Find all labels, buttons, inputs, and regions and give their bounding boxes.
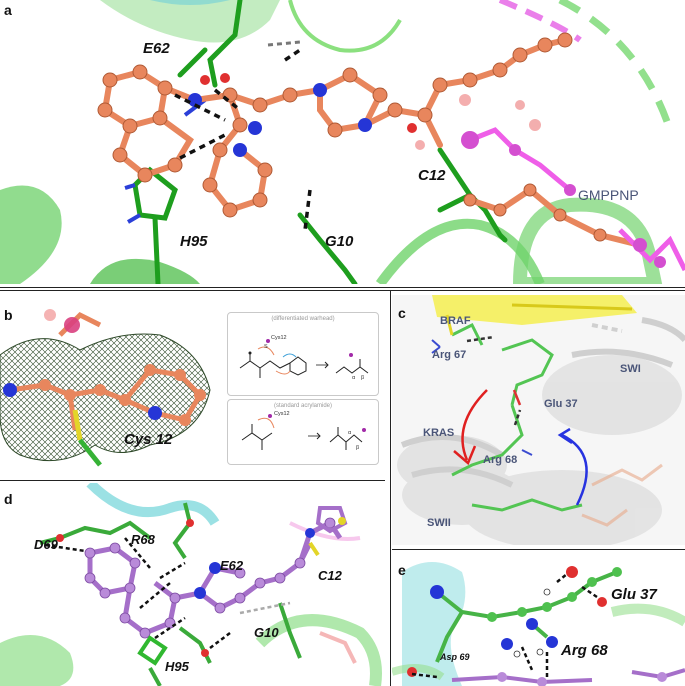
panel-e-label: e	[398, 562, 406, 578]
scheme-top-beta: β	[361, 375, 365, 381]
panel-c-structure	[392, 295, 685, 545]
scheme-card-differentiated-warhead: (differentiated warhead) Cys12 S α β	[227, 312, 379, 396]
label-swii: SWII	[427, 517, 451, 529]
residue-label-h95: H95	[165, 659, 189, 674]
scheme-bottom-beta: β	[356, 445, 360, 451]
label-glu37: Glu 37	[544, 398, 578, 410]
panel-c: c BRAF Arg 67 SWI Glu 37 KRAS Arg 68 SWI…	[392, 295, 685, 545]
residue-label-cys12: Cys 12	[124, 431, 173, 448]
panel-b: b Cys 12 (differentiated warhead) Cys12 …	[0, 295, 385, 478]
ligand-label-gmppnp: GMPPNP	[578, 187, 639, 203]
panel-c-label: c	[398, 305, 406, 321]
residue-label-c12: C12	[318, 568, 342, 583]
residue-label-glu37: Glu 37	[611, 586, 657, 603]
residue-label-g10: G10	[325, 233, 354, 250]
scheme-title-standard-acrylamide: (standard acrylamide)	[273, 403, 333, 409]
residue-label-e62: E62	[220, 558, 244, 573]
residue-label-e62: E62	[143, 40, 170, 57]
scheme-card-standard-acrylamide: (standard acrylamide) Cys12 α β	[227, 399, 379, 465]
residue-label-r68: R68	[131, 532, 155, 547]
scheme-top-cys-label: Cys12	[271, 335, 287, 341]
scheme-top-alpha: α	[352, 375, 356, 381]
residue-label-g10: G10	[254, 625, 279, 640]
label-arg68: Arg 68	[483, 454, 518, 466]
label-arg67: Arg 67	[432, 349, 467, 361]
divider-c-e	[392, 549, 685, 550]
scheme-title-differentiated-warhead: (differentiated warhead)	[271, 316, 335, 322]
residue-label-h95: H95	[180, 233, 208, 250]
label-swi: SWI	[620, 363, 641, 375]
panel-d-structure	[0, 483, 382, 686]
residue-label-c12: C12	[418, 167, 446, 184]
divider-vertical	[390, 291, 391, 686]
scheme-differentiated-warhead-drawing	[239, 339, 369, 378]
panel-a-structure	[0, 0, 685, 284]
panel-d-label: d	[4, 491, 13, 507]
residue-label-asp69: Asp 69	[440, 652, 470, 662]
scheme-standard-acrylamide-drawing	[241, 414, 366, 450]
panel-e: e Glu 37 Arg 68 Asp 69	[392, 552, 685, 686]
scheme-top-s-atom: S	[264, 344, 268, 350]
panel-e-structure	[392, 562, 685, 686]
residue-label-d69: D69	[34, 537, 58, 552]
panel-a: a E62 H95 G10 C12 GMPPNP	[0, 0, 685, 284]
panel-b-label: b	[4, 307, 13, 323]
divider-b-d	[0, 480, 385, 481]
panel-b-density-map	[0, 309, 211, 467]
scheme-bottom-cys-label: Cys12	[274, 411, 290, 417]
divider-top-2	[0, 290, 685, 291]
panel-a-label: a	[4, 2, 12, 18]
label-kras: KRAS	[423, 427, 455, 439]
panel-d: d D69 R68 E62 C12 H95 G10	[0, 483, 388, 686]
label-braf: BRAF	[440, 315, 471, 327]
scheme-bottom-alpha: α	[348, 430, 352, 436]
residue-label-arg68: Arg 68	[561, 642, 608, 659]
divider-top-1	[0, 287, 685, 288]
